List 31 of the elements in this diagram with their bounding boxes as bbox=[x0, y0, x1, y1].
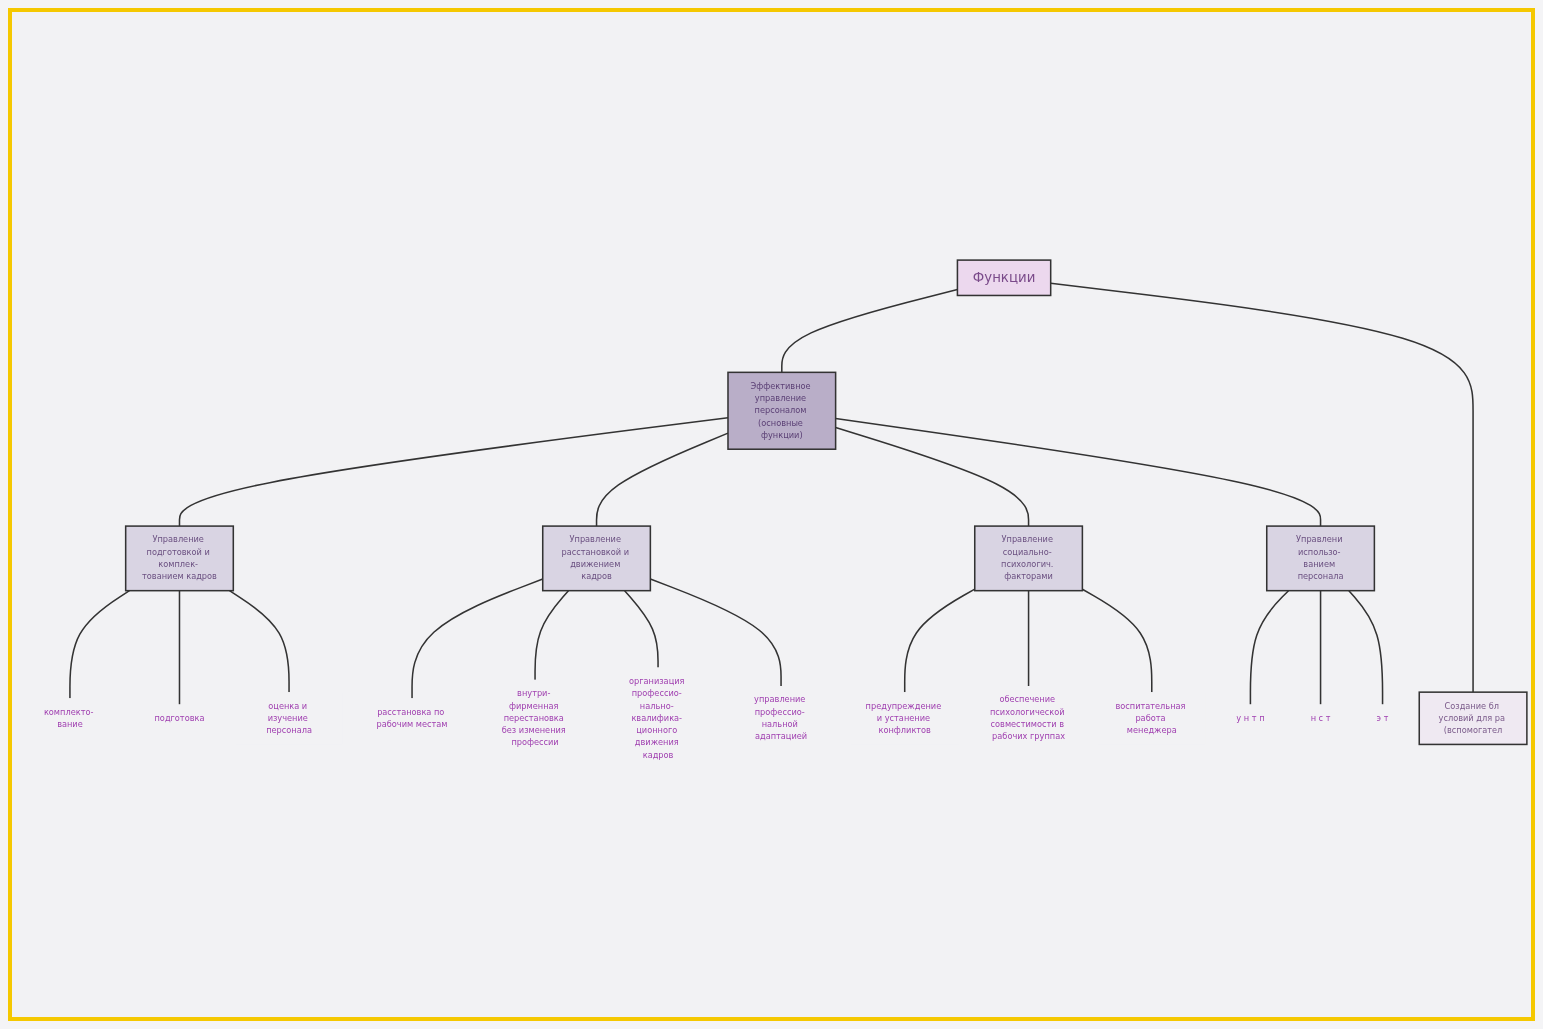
connector bbox=[1249, 589, 1290, 706]
connector bbox=[1081, 588, 1153, 693]
connector bbox=[228, 589, 290, 693]
node-text: организация профессио- нально- квалифика- ционного движения кадров bbox=[629, 676, 685, 760]
node-text: комплекто- вание bbox=[43, 706, 94, 729]
node-box: Управлени использо- ванием персонала bbox=[1266, 525, 1376, 592]
connector bbox=[623, 589, 659, 669]
node-text: н с т bbox=[1310, 713, 1331, 723]
node-box: Управление социально- психологич. факторами bbox=[974, 525, 1084, 592]
node-text: расстановка по рабочим местам bbox=[376, 706, 448, 729]
node-text: оценка и изучение персонала bbox=[266, 700, 312, 736]
node-box: Управление расстановкой и движением кадров bbox=[541, 525, 652, 592]
connector bbox=[1319, 589, 1322, 706]
node-text: предупреждение и устанение конфликтов bbox=[865, 700, 942, 736]
connector bbox=[1348, 589, 1384, 706]
node-text: э т bbox=[1376, 713, 1389, 723]
node-text: внутри- фирменная перестановка без изменения профессии bbox=[501, 688, 566, 748]
connector bbox=[69, 589, 131, 699]
connector bbox=[178, 589, 181, 706]
node-text: управление профессио- нальной адаптацией bbox=[754, 694, 808, 742]
node-text: обеспечение психологической совместимости в рабочих группах bbox=[989, 694, 1066, 742]
node-text: у н т п bbox=[1236, 713, 1265, 723]
node-text: воспитательная работа менеджера bbox=[1115, 700, 1186, 736]
node-box: Управление подготовкой и комплек- тованием кадров bbox=[124, 525, 235, 592]
node-box: Эффективное управление персоналом (основные функции) bbox=[727, 371, 837, 450]
connector bbox=[534, 589, 570, 681]
connector bbox=[1027, 589, 1030, 687]
node-text: подготовка bbox=[154, 713, 205, 723]
connector bbox=[903, 588, 976, 693]
node-box: Функции bbox=[956, 259, 1052, 297]
node-box: Создание бл условий для ра (вспомогател bbox=[1418, 691, 1528, 746]
